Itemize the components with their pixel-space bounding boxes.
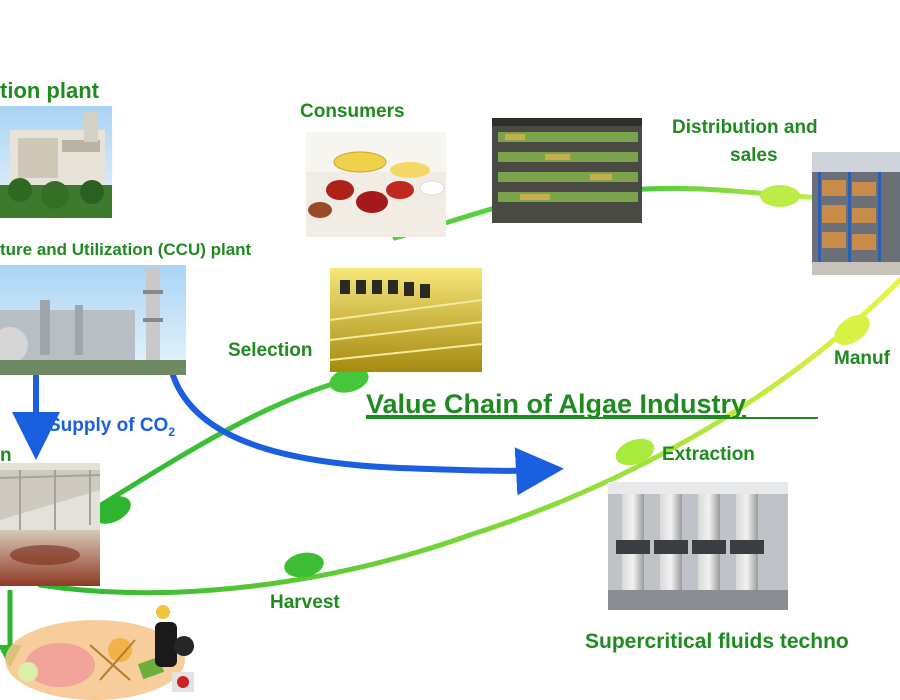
lab-bottles-photo [329, 268, 483, 372]
label-distribution-line2: sales [730, 145, 778, 166]
label-supply-co2: Supply of CO2 [48, 415, 175, 439]
label-ccu-plant: ture and Utilization (CCU) plant [0, 240, 252, 259]
supply-co2-subscript: 2 [168, 425, 175, 439]
greenhouse-photo [0, 463, 101, 586]
node-manufacturing [834, 314, 870, 346]
label-supercritical: Supercritical fluids techno [585, 630, 849, 653]
supplements-photo [306, 132, 446, 237]
warehouse-photo [812, 152, 900, 275]
node-extraction [615, 438, 655, 466]
ccu-plant-photo [0, 265, 186, 375]
supply-co2-text: Supply of CO [48, 415, 168, 436]
products-collage-photo [5, 605, 194, 700]
label-consumers: Consumers [300, 101, 405, 122]
label-power-plant: tion plant [0, 78, 100, 103]
label-manufacturing: Manuf [834, 348, 891, 369]
supercritical-equipment-photo [608, 482, 788, 610]
node-selection [329, 367, 369, 393]
node-distribution [760, 185, 800, 207]
label-extraction: Extraction [662, 444, 755, 465]
diagram-title: Value Chain of Algae Industry [366, 389, 746, 419]
node-cultivation [93, 496, 131, 524]
supermarket-photo [492, 118, 642, 223]
node-harvest [284, 552, 324, 578]
label-cultivation: n [0, 445, 12, 466]
label-distribution-line1: Distribution and [672, 117, 818, 138]
power-plant-photo [0, 106, 112, 218]
label-selection: Selection [228, 340, 312, 361]
blue-arrow-to-extraction [167, 364, 564, 496]
label-harvest: Harvest [270, 592, 340, 613]
harvest-chain-curve [37, 277, 900, 596]
